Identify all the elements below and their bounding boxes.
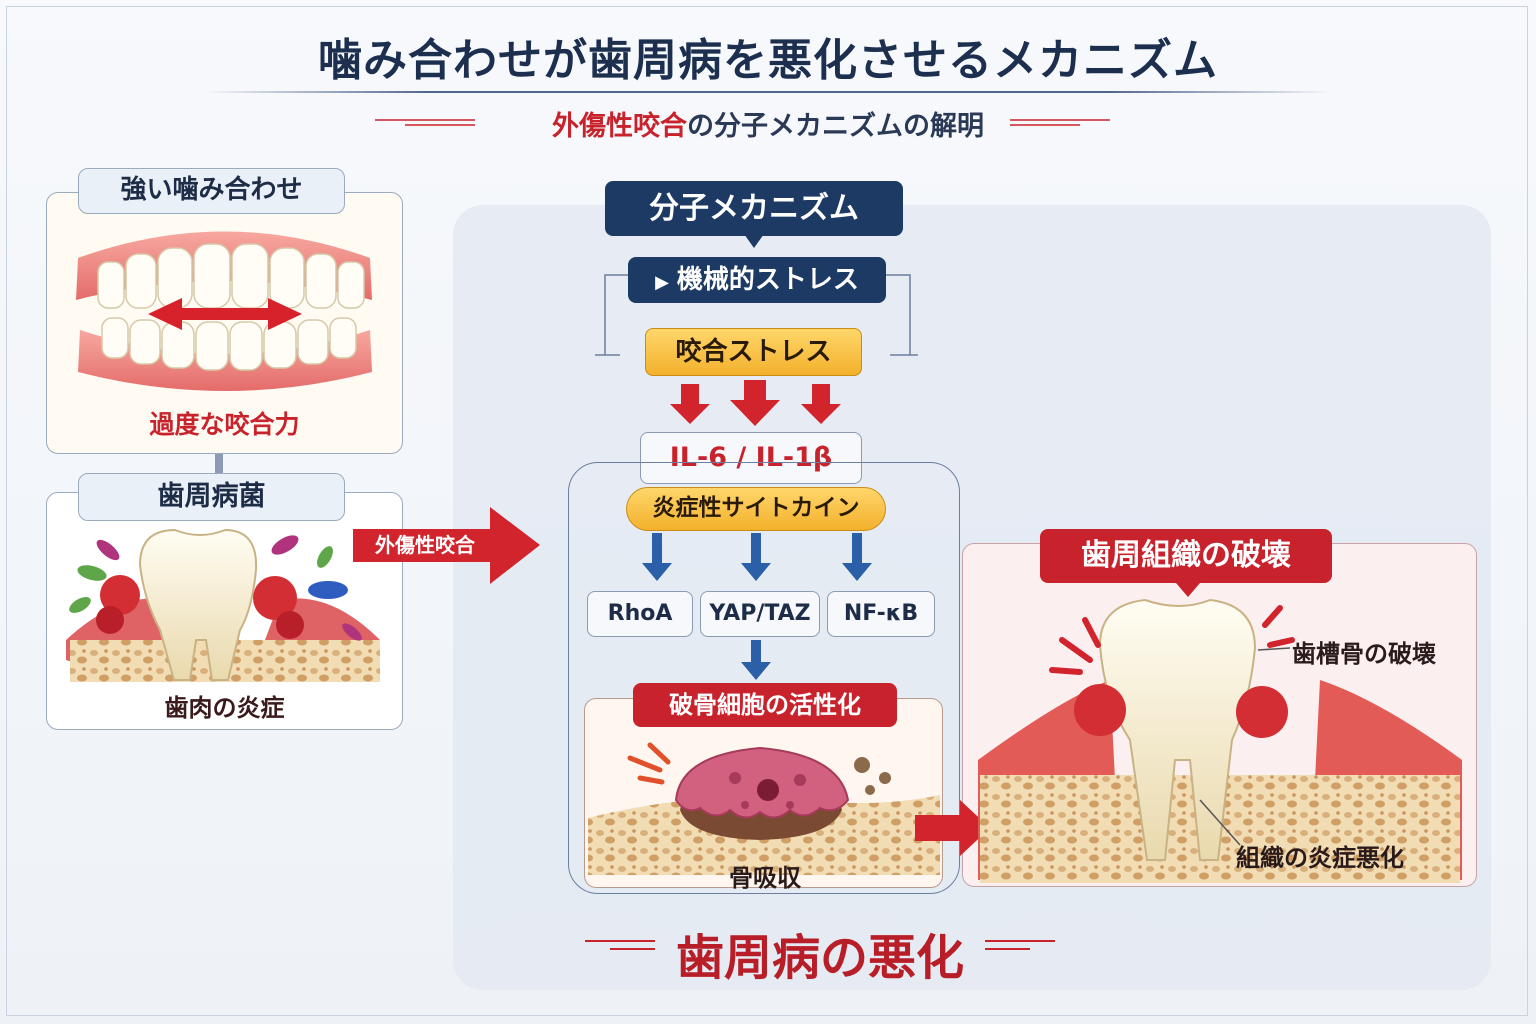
pathway-yap-taz: YAP/TAZ	[700, 591, 820, 637]
bacteria-label: 歯周病菌	[78, 473, 345, 521]
teeth-illustration	[76, 231, 372, 391]
subtitle-highlight: 外傷性咬合	[552, 111, 687, 142]
strong-bite-label: 強い噛み合わせ	[78, 168, 345, 214]
bacteria-tooth-illustration	[66, 528, 380, 682]
mechanism-header: 分子メカニズム	[605, 181, 903, 236]
pathway-rhoa: RhoA	[587, 591, 693, 637]
cytokine-box: IL-6 / IL-1β	[640, 432, 862, 484]
page-subtitle: 外傷性咬合の分子メカニズムの解明	[0, 104, 1536, 143]
occlusal-stress-box: 咬合ストレス	[645, 328, 862, 376]
subtitle-deco-right	[1010, 116, 1110, 129]
tissue-inflammation-annotation: 組織の炎症悪化	[1236, 844, 1404, 872]
stress-bracket	[604, 274, 911, 355]
title-divider	[205, 91, 1331, 93]
tissue-destruction-tag: 歯周組織の破壊	[1040, 529, 1332, 583]
blue-down-arrows	[642, 533, 872, 680]
excessive-force-caption: 過度な咬合力	[149, 410, 300, 439]
mechanical-stress-box: ▶ 機械的ストレス	[628, 257, 886, 303]
page-title: 噛み合わせが歯周病を悪化させるメカニズム	[318, 35, 1218, 86]
subtitle-rest: の分子メカニズムの解明	[687, 111, 984, 142]
bone-resorption-label: 骨吸収	[729, 864, 801, 892]
gum-inflammation-caption: 歯肉の炎症	[164, 694, 285, 722]
osteoclast-illustration	[588, 742, 940, 875]
red-down-arrows	[670, 380, 841, 426]
tag-pointer	[1176, 583, 1200, 597]
trauma-arrow	[353, 507, 540, 584]
cytokine-group	[568, 462, 960, 894]
osteoclast-activation-tag: 破骨細胞の活性化	[633, 683, 897, 727]
inflammatory-cytokine-pill: 炎症性サイトカイン	[626, 487, 886, 531]
header-pointer	[744, 234, 764, 248]
footer-title: 歯周病の悪化	[675, 930, 964, 986]
to-destruction-arrow	[915, 800, 990, 856]
outer-frame	[6, 6, 1528, 1016]
mechanical-stress-label: 機械的ストレス	[676, 265, 859, 295]
footer-deco	[585, 940, 1055, 950]
subtitle-deco-left	[375, 116, 475, 129]
play-icon: ▶	[655, 272, 669, 293]
destroyed-tissue-illustration	[978, 598, 1462, 883]
trauma-arrow-label: 外傷性咬合	[375, 533, 475, 557]
alveolar-bone-annotation: 歯槽骨の破壊	[1292, 640, 1436, 668]
pathway-nf-kb: NF-κB	[827, 591, 935, 637]
